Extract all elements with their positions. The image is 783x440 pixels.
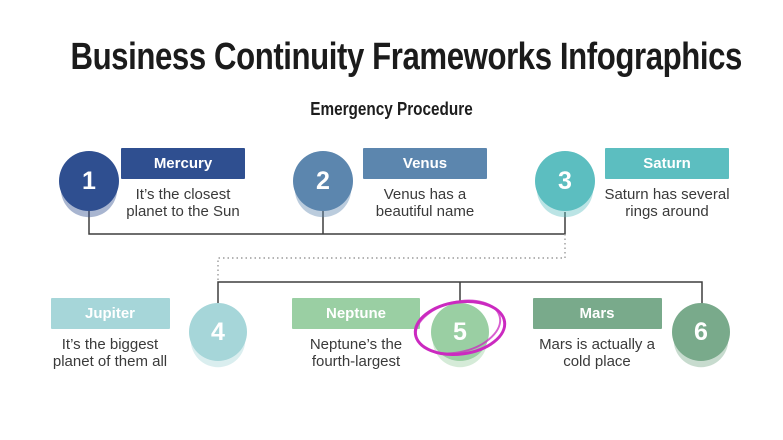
main-title: Business Continuity Frameworks Infograph… [70,36,742,78]
step-circle-2: 2 [293,151,353,211]
planet-description: It’s the closest planet to the Sun [108,186,258,220]
step-circle-3: 3 [535,151,595,211]
step-number: 5 [453,317,467,346]
step-circle-5: 5 [431,303,489,361]
step-circle-6: 6 [672,303,730,361]
description-line: cold place [563,353,631,370]
description-line: planet of them all [52,353,168,370]
description-line: Neptune’s the [309,336,403,353]
step-number: 6 [694,317,708,346]
step-number: 1 [82,166,96,195]
step-number: 4 [211,317,225,346]
connector-dotted-link [217,234,566,282]
planet-description: It’s the biggest planet of them all [25,336,195,370]
subtitle: Emergency Procedure [310,99,473,119]
description-line: fourth-largest [311,353,401,370]
planet-card-mars: Mars Mars is actually a cold place [522,298,672,370]
planet-description: Saturn has several rings around [592,186,742,220]
planet-description: Venus has a beautiful name [350,186,500,220]
planet-description: Mars is actually a cold place [522,336,672,370]
planet-description: Neptune’s the fourth-largest [281,336,431,370]
step-circle-4: 4 [189,303,247,361]
planet-card-neptune: Neptune Neptune’s the fourth-largest [281,298,431,370]
description-line: Venus has a [383,186,467,203]
step-number: 2 [316,166,330,195]
description-line: beautiful name [375,203,475,220]
description-line: planet to the Sun [126,203,240,220]
description-line: Mars is actually a [539,336,655,353]
planet-label: Neptune [292,298,420,329]
planet-card-venus: Venus Venus has a beautiful name [350,148,500,220]
planet-label: Venus [363,148,487,179]
planet-label: Jupiter [50,298,170,329]
planet-label: Saturn [605,148,729,179]
planet-card-jupiter: Jupiter It’s the biggest planet of them … [25,298,195,370]
description-line: It’s the closest [135,186,231,203]
planet-card-saturn: Saturn Saturn has several rings around [592,148,742,220]
step-circle-1: 1 [59,151,119,211]
description-line: Saturn has several [604,186,730,203]
planet-label: Mars [532,298,662,329]
step-number: 3 [558,166,572,195]
description-line: It’s the biggest [61,336,159,353]
description-line: rings around [625,203,709,220]
planet-label: Mercury [121,148,245,179]
planet-card-mercury: Mercury It’s the closest planet to the S… [108,148,258,220]
